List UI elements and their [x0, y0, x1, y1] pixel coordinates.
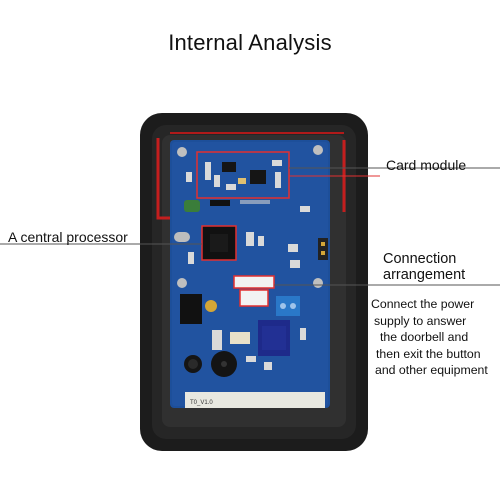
pcb-bottom-strip — [185, 392, 325, 408]
description-line: then exit the button — [376, 346, 481, 361]
component — [238, 178, 246, 184]
mounting-hole — [177, 278, 187, 288]
description-line: Connect the power — [371, 297, 475, 311]
component — [214, 175, 220, 187]
component — [205, 162, 211, 180]
component — [226, 184, 236, 190]
pin-header-pin — [321, 251, 325, 255]
page-title: Internal Analysis — [168, 30, 332, 55]
connection-description: Connect the power supply to answer the d… — [371, 296, 488, 379]
terminal-block — [276, 296, 300, 316]
transformer — [180, 294, 202, 324]
component — [272, 160, 282, 166]
label-connection: Connection — [383, 251, 457, 267]
description-line: and other equipment — [375, 363, 488, 377]
component — [258, 236, 264, 246]
component — [210, 200, 230, 206]
component — [264, 362, 272, 370]
pin-header-pin — [321, 242, 325, 246]
connector-block — [233, 275, 275, 289]
component — [186, 172, 192, 182]
mounting-hole — [313, 278, 323, 288]
label-card-module: Card module — [386, 157, 467, 173]
green-capacitor — [184, 200, 200, 212]
pcb-bottom-text: T0_V1.0 — [190, 400, 213, 406]
description-line: the doorbell and — [380, 330, 469, 344]
electrolytic-capacitor-top — [188, 359, 198, 369]
component — [275, 172, 281, 188]
label-arrangement: arrangement — [383, 267, 466, 283]
component — [300, 206, 310, 212]
component — [246, 356, 256, 362]
description-line: supply to answer — [374, 313, 467, 328]
mounting-hole — [177, 147, 187, 157]
relay-label — [262, 326, 286, 350]
cpu-die — [210, 234, 228, 252]
connector-block — [239, 289, 269, 307]
component — [188, 252, 194, 264]
component — [246, 232, 254, 246]
terminal-screw — [290, 303, 296, 309]
terminal-screw — [280, 303, 286, 309]
potentiometer — [205, 300, 217, 312]
crystal — [174, 232, 190, 242]
buzzer-hole — [221, 361, 227, 367]
component — [290, 260, 300, 268]
mounting-hole — [313, 145, 323, 155]
card-module-area — [196, 151, 290, 199]
pin-header — [318, 238, 328, 260]
component — [212, 330, 222, 350]
chip — [222, 162, 236, 172]
component — [288, 244, 298, 252]
chip — [250, 170, 266, 184]
label-central-processor: A central processor — [8, 229, 128, 245]
component — [240, 200, 270, 204]
component — [230, 332, 250, 344]
component — [300, 328, 306, 340]
